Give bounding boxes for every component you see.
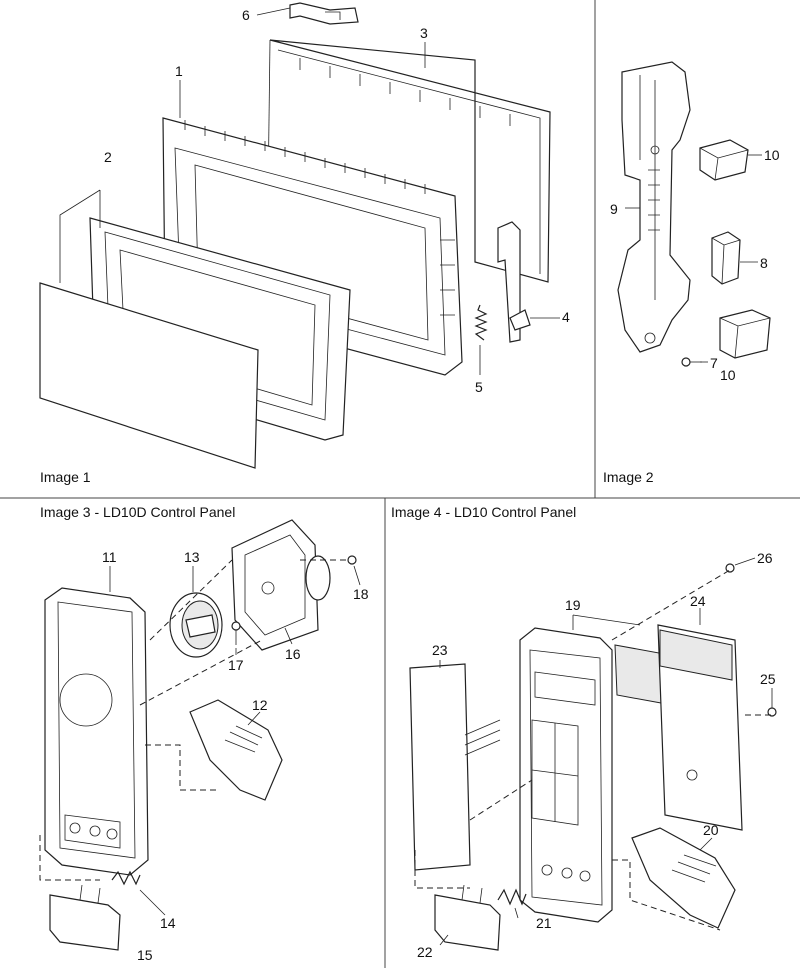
part-22-push-button bbox=[434, 884, 501, 951]
callout-21: 21 bbox=[536, 915, 552, 931]
leader-18 bbox=[353, 565, 361, 586]
leader-12 bbox=[247, 711, 261, 726]
bracket-2 bbox=[59, 189, 101, 283]
part-13-timer-knob bbox=[169, 592, 223, 658]
part-15-push-button bbox=[49, 884, 121, 951]
callout-10-top: 10 bbox=[764, 147, 780, 163]
part-6-latch-lever bbox=[289, 2, 359, 25]
callout-10-bottom: 10 bbox=[720, 367, 736, 383]
callout-16: 16 bbox=[285, 646, 301, 662]
part-4-latch-hook bbox=[497, 221, 531, 343]
part-7-screw bbox=[681, 357, 702, 367]
leader-14 bbox=[139, 889, 166, 916]
part-9-latch-housing bbox=[617, 61, 691, 353]
part-17-screw bbox=[231, 621, 241, 645]
callout-6: 6 bbox=[242, 7, 250, 23]
part-20-release-lever bbox=[631, 827, 736, 929]
callout-12: 12 bbox=[252, 697, 268, 713]
part-8-microswitch-middle bbox=[711, 231, 741, 285]
leader-19 bbox=[572, 614, 641, 630]
assembly-line-4a bbox=[611, 569, 731, 641]
part-19-control-frame bbox=[519, 627, 613, 923]
caption-image2: Image 2 bbox=[603, 469, 654, 485]
assembly-line-3b bbox=[139, 639, 263, 706]
caption-image1: Image 1 bbox=[40, 469, 91, 485]
part-14-spring bbox=[111, 870, 141, 886]
part-12-release-lever bbox=[189, 699, 283, 801]
leader-20 bbox=[699, 837, 713, 851]
callout-8: 8 bbox=[760, 255, 768, 271]
callout-17: 17 bbox=[228, 657, 244, 673]
caption-image4: Image 4 - LD10 Control Panel bbox=[391, 504, 576, 520]
callout-2: 2 bbox=[104, 149, 112, 165]
part-23-membrane-panel bbox=[409, 663, 501, 871]
leader-6 bbox=[256, 7, 291, 16]
part-26-screw bbox=[725, 563, 735, 573]
part-24-pcb-board bbox=[657, 624, 743, 831]
callout-14: 14 bbox=[160, 915, 176, 931]
callout-13: 13 bbox=[184, 549, 200, 565]
part-11-control-frame bbox=[44, 587, 149, 876]
part-5-spring bbox=[474, 304, 488, 341]
callout-25: 25 bbox=[760, 671, 776, 687]
part-10-microswitch-bottom bbox=[719, 309, 771, 359]
callout-11: 11 bbox=[102, 549, 117, 565]
assembly-line-4d bbox=[612, 859, 721, 931]
callout-26: 26 bbox=[757, 550, 773, 566]
callout-18: 18 bbox=[353, 586, 369, 602]
assembly-line-3a bbox=[149, 559, 233, 641]
callout-15: 15 bbox=[137, 947, 153, 963]
callout-19: 19 bbox=[565, 597, 581, 613]
callout-23: 23 bbox=[432, 642, 448, 658]
part-2-front-glass bbox=[39, 282, 259, 469]
image2-latch-assembly bbox=[617, 61, 771, 367]
leader-21 bbox=[514, 907, 519, 919]
caption-image3: Image 3 - LD10D Control Panel bbox=[40, 504, 235, 520]
callout-24: 24 bbox=[690, 593, 706, 609]
leader-22 bbox=[439, 934, 449, 946]
callout-9: 9 bbox=[610, 201, 618, 217]
part-21-spring bbox=[497, 888, 527, 906]
part-16-timer-bracket bbox=[231, 519, 331, 651]
part-10-microswitch-top bbox=[699, 139, 749, 181]
callout-20: 20 bbox=[703, 822, 719, 838]
leader-26 bbox=[734, 557, 756, 566]
image1-door-assembly bbox=[39, 2, 560, 469]
image4-ld10-control-panel bbox=[409, 557, 777, 951]
callout-1: 1 bbox=[175, 63, 183, 79]
assembly-line-4e bbox=[414, 850, 470, 889]
callout-3: 3 bbox=[420, 25, 428, 41]
assembly-line-3e bbox=[39, 835, 100, 881]
assembly-line-4c bbox=[469, 779, 533, 821]
callout-22: 22 bbox=[417, 944, 433, 960]
image3-ld10d-control-panel bbox=[39, 519, 361, 951]
callout-7: 7 bbox=[710, 355, 718, 371]
callout-5: 5 bbox=[475, 379, 483, 395]
callout-4: 4 bbox=[562, 309, 570, 325]
leader-16 bbox=[284, 627, 293, 645]
part-18-screw bbox=[347, 555, 357, 565]
